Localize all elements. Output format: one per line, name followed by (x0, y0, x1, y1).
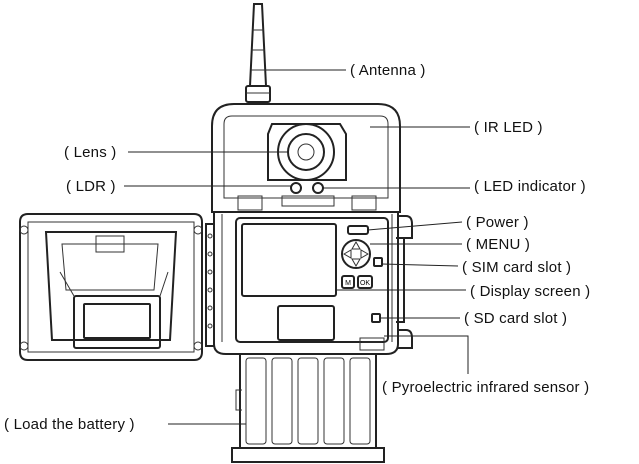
opened-door (19, 213, 203, 361)
label-pyroelectric-sensor: ( Pyroelectric infrared sensor ) (382, 379, 589, 396)
label-load-battery: ( Load the battery ) (4, 416, 135, 433)
label-sim-card-slot: ( SIM card slot ) (462, 259, 571, 276)
side-cover (396, 237, 405, 323)
m-button-label: M (345, 280, 351, 287)
power-switch[interactable] (347, 225, 369, 235)
pir-sensor-window (277, 305, 335, 341)
m-button[interactable] (341, 275, 355, 289)
label-menu: ( MENU ) (466, 236, 530, 253)
camera-body (205, 103, 413, 355)
callout-lines (124, 69, 470, 425)
battery-slots (245, 357, 371, 445)
label-led-indicator: ( LED indicator ) (474, 178, 586, 195)
power-leader (367, 221, 463, 231)
label-ldr: ( LDR ) (66, 178, 116, 195)
ok-button-label: OK (360, 280, 370, 287)
display-screen (241, 223, 337, 297)
label-power: ( Power ) (466, 214, 529, 231)
battery-tray (231, 354, 385, 463)
ok-button[interactable] (357, 275, 373, 289)
hinge-screws (207, 233, 213, 329)
label-lens: ( Lens ) (64, 144, 116, 161)
label-display-screen: ( Display screen ) (470, 283, 590, 300)
label-antenna: ( Antenna ) (350, 62, 426, 79)
inner-panel (235, 217, 389, 343)
sim-leader (381, 263, 459, 267)
pyro-leader (384, 335, 469, 374)
callout-labels: ( Antenna ) ( IR LED ) ( Lens ) ( LDR ) … (4, 62, 590, 433)
sd-slot[interactable] (371, 313, 381, 323)
keypad[interactable]: M OK (341, 225, 385, 351)
label-ir-led: ( IR LED ) (474, 119, 543, 136)
sim-slot[interactable] (373, 257, 383, 267)
lens-assembly (237, 123, 377, 211)
label-sd-card-slot: ( SD card slot ) (464, 310, 567, 327)
antenna (245, 3, 271, 103)
